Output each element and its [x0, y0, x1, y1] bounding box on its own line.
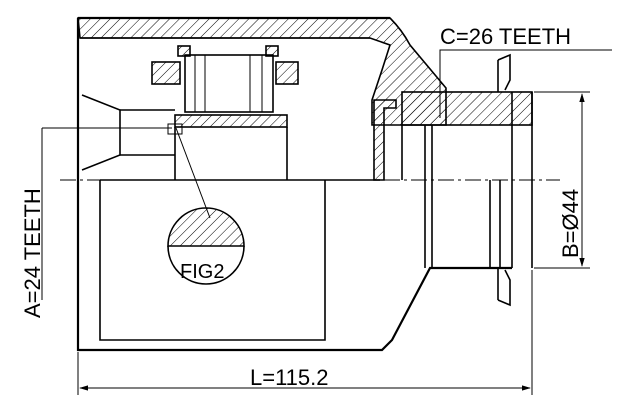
label-spline-a: A=24 TEETH: [20, 188, 45, 318]
bearing-seat: [151, 45, 299, 180]
stub-shaft: [373, 53, 533, 307]
label-spline-c: C=26 TEETH: [440, 24, 571, 49]
label-detail-fig2: FIG2: [180, 261, 224, 283]
dim-l: [77, 270, 533, 395]
dim-c: [439, 49, 612, 118]
detail-callout: [167, 123, 245, 285]
dim-a: [41, 127, 172, 300]
label-diameter-b: B=Ø44: [558, 189, 583, 258]
label-length-l: L=115.2: [250, 365, 329, 390]
dim-b: [534, 91, 590, 269]
